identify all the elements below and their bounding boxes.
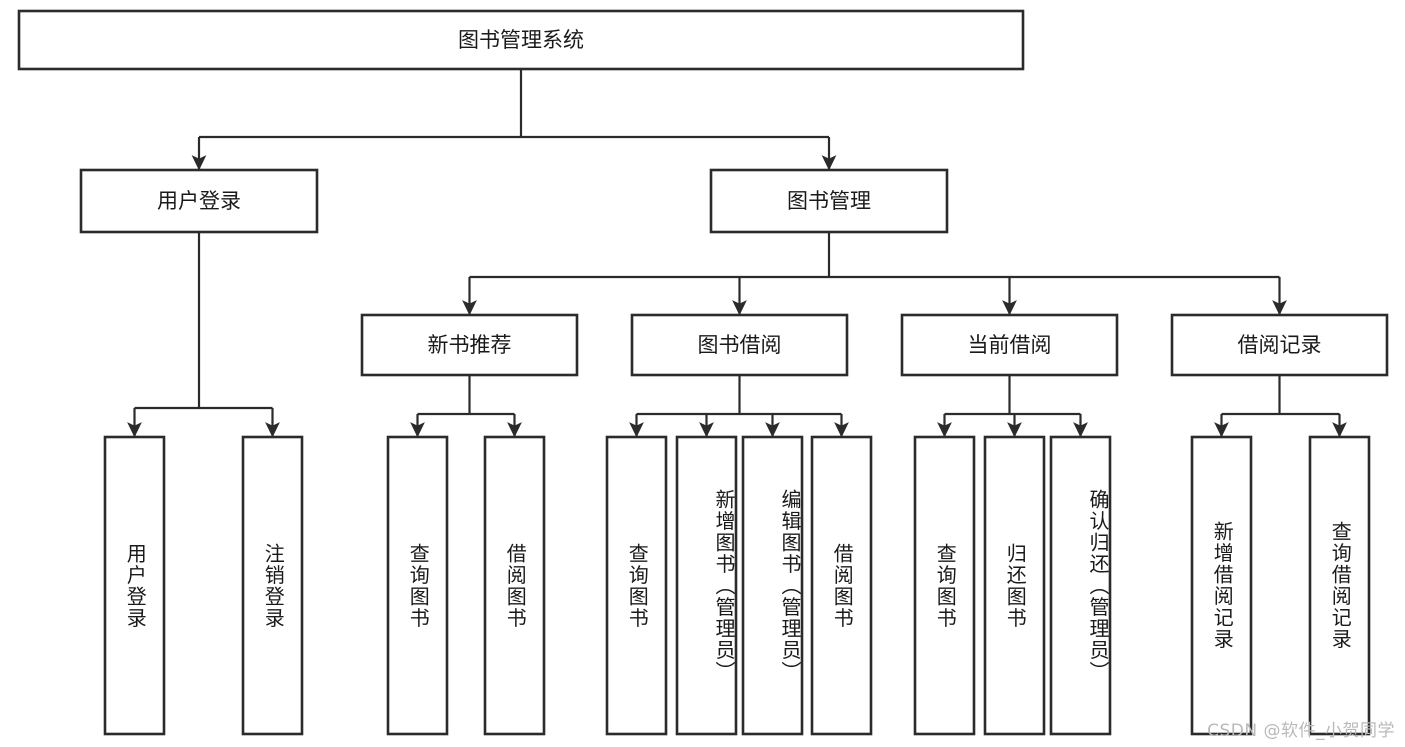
node-box-leaf-0[interactable] <box>103 435 166 736</box>
node-box-leaf-2[interactable] <box>386 435 449 736</box>
boxes-layer <box>17 9 1389 736</box>
node-box-leaf-12[interactable] <box>1308 435 1371 736</box>
node-box-leaf-10[interactable] <box>1049 435 1112 736</box>
node-box-leaf-9[interactable] <box>983 435 1046 736</box>
node-label-root: 图书管理系统 <box>458 28 584 52</box>
node-box-leaf-8[interactable] <box>913 435 976 736</box>
node-box-root[interactable] <box>17 9 1025 71</box>
node-box-leaf-7[interactable] <box>810 435 873 736</box>
node-label-level2-0: 用户登录 <box>157 189 241 213</box>
connectors-layer <box>127 69 1347 438</box>
node-box-level2-1[interactable] <box>709 168 949 234</box>
node-label-level3-1: 图书借阅 <box>698 333 782 357</box>
node-box-level3-1[interactable] <box>630 313 849 377</box>
node-label-level2-1: 图书管理 <box>787 189 871 213</box>
node-label-level3-3: 借阅记录 <box>1238 333 1322 357</box>
node-box-leaf-3[interactable] <box>483 435 546 736</box>
node-box-level3-0[interactable] <box>360 313 579 377</box>
watermark-text: CSDN @软件_小贺同学 <box>1207 721 1395 741</box>
node-box-leaf-11[interactable] <box>1190 435 1253 736</box>
node-box-leaf-6[interactable] <box>741 435 804 736</box>
node-box-leaf-1[interactable] <box>241 435 304 736</box>
node-box-level3-2[interactable] <box>900 313 1119 377</box>
node-box-level3-3[interactable] <box>1170 313 1389 377</box>
node-box-leaf-4[interactable] <box>605 435 668 736</box>
node-label-level3-0: 新书推荐 <box>428 333 512 357</box>
node-box-leaf-5[interactable] <box>675 435 738 736</box>
node-label-level3-2: 当前借阅 <box>968 333 1052 357</box>
node-box-level2-0[interactable] <box>79 168 319 234</box>
